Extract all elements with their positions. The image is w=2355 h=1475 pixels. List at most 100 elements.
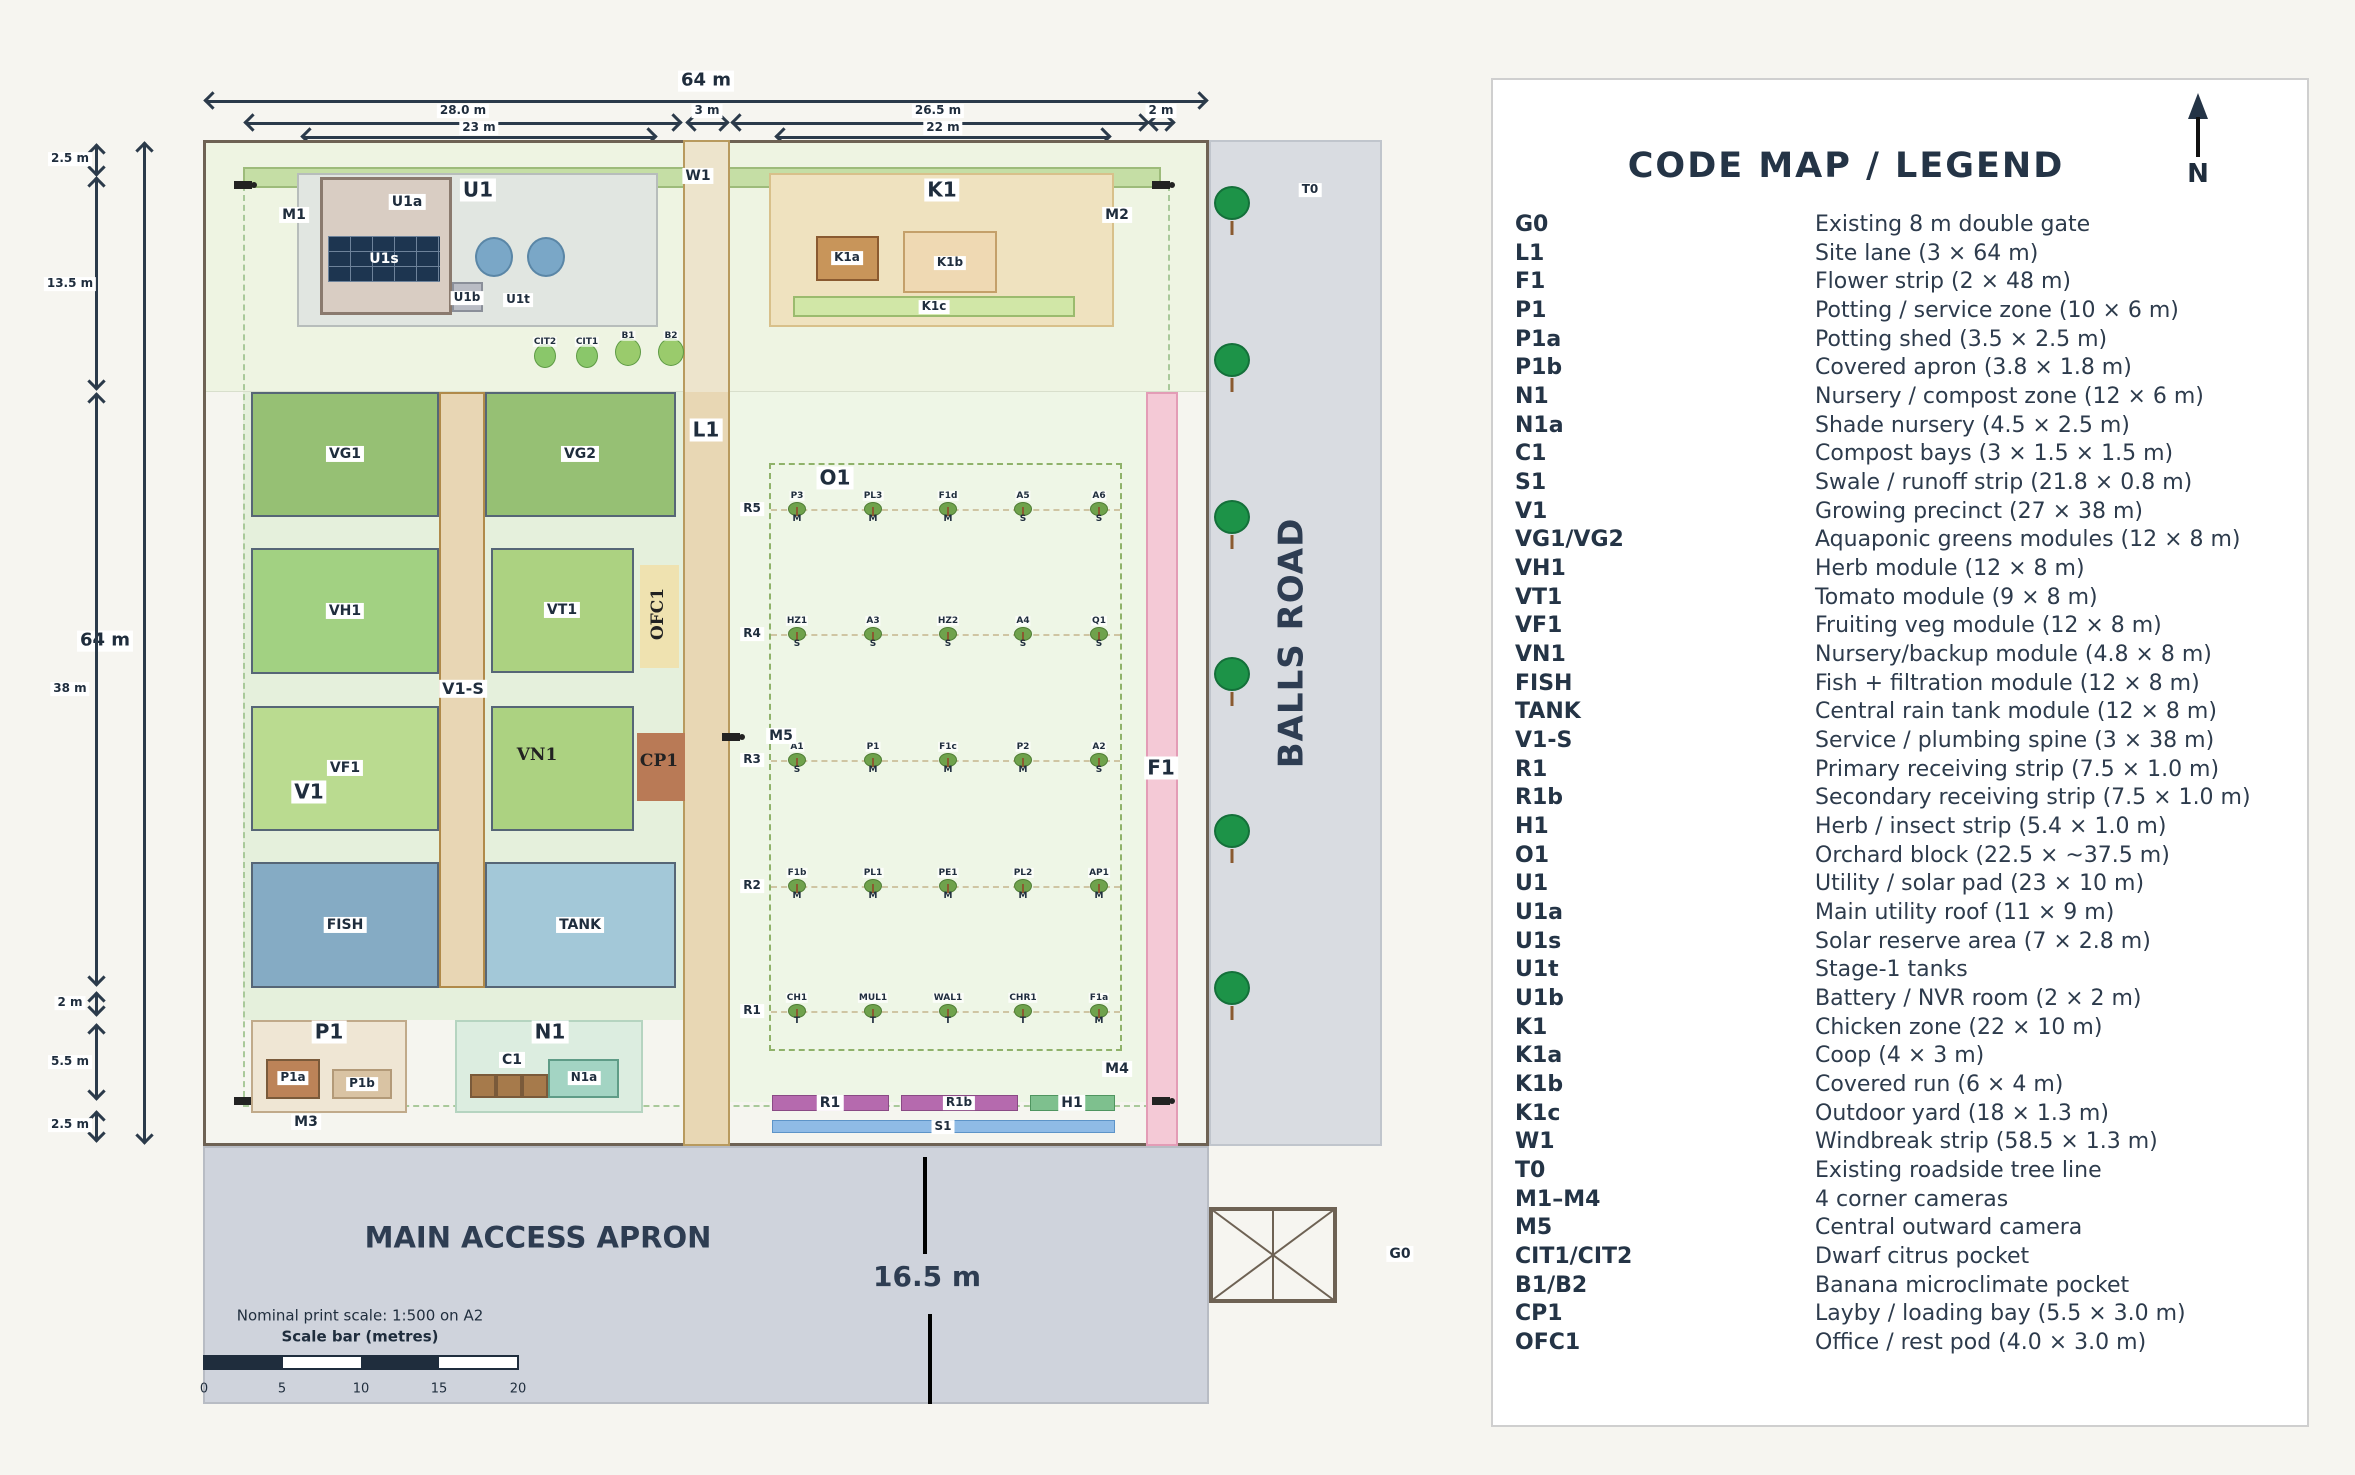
legend-description: Shade nursery (4.5 × 2.5 m) xyxy=(1815,412,2130,438)
orchard-row-label: R4 xyxy=(740,626,764,641)
label-f1: F1 xyxy=(1144,756,1178,780)
office-pod-ofc1[interactable] xyxy=(640,565,679,668)
orchard-tree-icon[interactable] xyxy=(788,879,806,893)
orchard-tree-icon[interactable] xyxy=(939,502,957,516)
dimension-label: 23 m xyxy=(459,120,499,135)
orchard-tree-icon[interactable] xyxy=(788,1004,806,1018)
legend-description: Aquaponic greens modules (12 × 8 m) xyxy=(1815,527,2241,553)
dimension-label: 2.5 m xyxy=(48,151,92,166)
camera-icon xyxy=(722,733,745,741)
citrus-tree-icon xyxy=(534,344,556,368)
orchard-tree-icon[interactable] xyxy=(939,879,957,893)
orchard-tree-icon[interactable] xyxy=(1090,753,1108,767)
orchard-tree-icon[interactable] xyxy=(1090,627,1108,641)
label-h1: H1 xyxy=(1058,1094,1086,1112)
legend-description: Swale / runoff strip (21.8 × 0.8 m) xyxy=(1815,470,2193,495)
orchard-tree-icon[interactable] xyxy=(788,753,806,767)
orchard-tree-size: M xyxy=(943,513,953,524)
orchard-tree-code: A3 xyxy=(865,615,881,627)
label-v1: V1 xyxy=(291,780,327,804)
legend-description: Central outward camera xyxy=(1815,1215,2083,1241)
orchard-tree-icon[interactable] xyxy=(1090,1004,1108,1018)
orchard-tree-icon[interactable] xyxy=(788,502,806,516)
orchard-tree-icon[interactable] xyxy=(1090,879,1108,893)
orchard-tree-size: M xyxy=(792,890,802,901)
legend-code: K1c xyxy=(1515,1100,1561,1126)
orchard-tree-icon[interactable] xyxy=(1014,1004,1032,1018)
compost-bay[interactable] xyxy=(496,1074,522,1098)
orchard-tree-icon[interactable] xyxy=(939,1004,957,1018)
orchard-tree-code: P3 xyxy=(789,490,805,502)
tree-trunk xyxy=(1230,1006,1234,1020)
label-ofc1: OFC1 xyxy=(648,587,669,641)
legend-description: Growing precinct (27 × 38 m) xyxy=(1815,498,2144,524)
label-cit1: CIT1 xyxy=(574,336,600,348)
orchard-tree-icon[interactable] xyxy=(939,627,957,641)
roadside-tree-icon xyxy=(1214,500,1250,534)
dimension-line xyxy=(95,1113,98,1140)
compost-bay[interactable] xyxy=(470,1074,496,1098)
label-m5: M5 xyxy=(766,727,796,745)
label-p1b: P1b xyxy=(346,1076,378,1091)
legend-code: F1 xyxy=(1515,269,1546,295)
label-p1: P1 xyxy=(311,1020,347,1044)
orchard-tree-size: M xyxy=(868,513,878,524)
legend-description: Fruiting veg module (12 × 8 m) xyxy=(1815,613,2162,639)
banana-tree-icon xyxy=(615,338,641,366)
covered-run-k1b[interactable] xyxy=(903,231,997,293)
compost-bay[interactable] xyxy=(522,1074,548,1098)
legend-code: U1 xyxy=(1515,871,1549,897)
dimension-label: 2.5 m xyxy=(48,1117,92,1132)
citrus-tree-icon xyxy=(576,344,598,368)
orchard-row-label: R5 xyxy=(740,501,764,516)
orchard-tree-icon[interactable] xyxy=(939,753,957,767)
legend-code: N1a xyxy=(1515,412,1564,438)
dimension-line xyxy=(95,179,98,388)
module-vg2[interactable] xyxy=(485,392,676,517)
orchard-tree-icon[interactable] xyxy=(1014,753,1032,767)
north-label: N xyxy=(2187,159,2209,190)
legend-code: TANK xyxy=(1515,699,1581,725)
orchard-tree-size: S xyxy=(1095,638,1103,649)
legend-item: VF1 Fruiting veg module (12 × 8 m) xyxy=(1493,613,2307,643)
orchard-tree-icon[interactable] xyxy=(864,879,882,893)
orchard-tree-icon[interactable] xyxy=(1090,502,1108,516)
label-n1: N1 xyxy=(531,1020,569,1044)
module-vn1[interactable] xyxy=(491,706,634,831)
dimension-label: 2 m xyxy=(54,995,86,1010)
orchard-tree-size: S xyxy=(869,638,877,649)
orchard-tree-icon[interactable] xyxy=(864,1004,882,1018)
legend-code: M1–M4 xyxy=(1515,1186,1601,1212)
dimension-label: 5.5 m xyxy=(48,1054,92,1069)
legend-code: FISH xyxy=(1515,670,1573,696)
legend-code: OFC1 xyxy=(1515,1330,1581,1355)
legend-code: M5 xyxy=(1515,1215,1553,1241)
dimension-line xyxy=(688,122,727,125)
orchard-tree-icon[interactable] xyxy=(864,753,882,767)
orchard-tree-size: S xyxy=(793,638,801,649)
layby-cp1[interactable] xyxy=(637,733,685,801)
dimension-label: 64 m xyxy=(677,70,735,92)
orchard-tree-icon[interactable] xyxy=(1014,502,1032,516)
legend-code: VF1 xyxy=(1515,613,1563,639)
orchard-tree-size: S xyxy=(1095,764,1103,775)
orchard-block-o1[interactable] xyxy=(769,463,1122,1051)
orchard-tree-icon[interactable] xyxy=(788,627,806,641)
orchard-tree-icon[interactable] xyxy=(864,627,882,641)
legend-description: Nursery / compost zone (12 × 6 m) xyxy=(1815,384,2204,409)
double-gate-icon[interactable] xyxy=(1209,1207,1337,1303)
orchard-tree-icon[interactable] xyxy=(864,502,882,516)
solar-reserve-u1s[interactable] xyxy=(328,236,440,282)
orchard-tree-icon[interactable] xyxy=(1014,879,1032,893)
apron-label: MAIN ACCESS APRON xyxy=(364,1220,712,1255)
orchard-tree-icon[interactable] xyxy=(1014,627,1032,641)
orchard-tree-code: F1a xyxy=(1088,992,1110,1004)
